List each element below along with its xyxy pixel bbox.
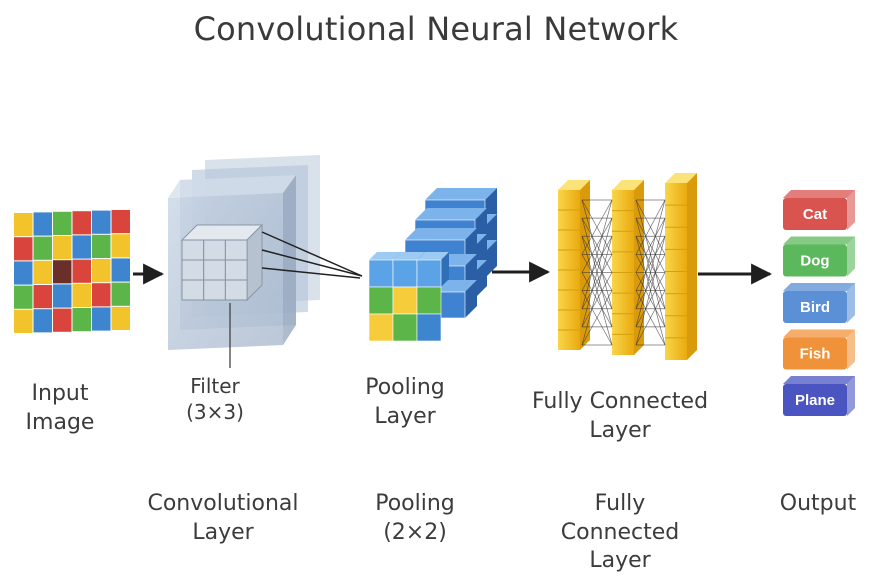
filter-cell bbox=[224, 259, 248, 281]
output-label: Bird bbox=[800, 299, 830, 316]
input-pixel bbox=[72, 283, 91, 307]
input-pixel bbox=[53, 236, 72, 260]
input-pixel bbox=[53, 308, 72, 332]
output-label: Cat bbox=[803, 206, 827, 223]
input-pixel bbox=[111, 282, 130, 306]
pooling-layer-label: Pooling Layer bbox=[365, 375, 445, 429]
filter-projection-line bbox=[261, 231, 363, 277]
pool-cell bbox=[416, 313, 442, 342]
input-pixel bbox=[14, 237, 33, 261]
output-block-bird: Bird bbox=[783, 283, 855, 323]
input-pixel bbox=[53, 284, 72, 308]
filter-cell bbox=[203, 259, 226, 281]
input-pixel bbox=[33, 236, 52, 260]
input-image-grid bbox=[14, 210, 130, 333]
fc-connections bbox=[581, 199, 666, 346]
filter-cell bbox=[224, 279, 248, 301]
filter-label: Filter (3×3) bbox=[186, 374, 244, 424]
input-pixel bbox=[72, 211, 91, 235]
filter-cell bbox=[224, 239, 248, 261]
input-pixel bbox=[33, 260, 52, 284]
input-pixel bbox=[92, 210, 111, 234]
diagram-title: Convolutional Neural Network bbox=[193, 10, 679, 48]
pool-cell bbox=[416, 286, 442, 315]
filter-cell bbox=[203, 279, 226, 301]
input-image-label: Input Image bbox=[25, 381, 95, 435]
input-pixel bbox=[92, 259, 111, 283]
input-pixel bbox=[111, 306, 130, 330]
pool-cell bbox=[368, 286, 394, 315]
pool-cell bbox=[368, 313, 394, 342]
input-pixel bbox=[14, 285, 33, 309]
filter-cell bbox=[203, 239, 226, 261]
pool-cell bbox=[392, 313, 418, 342]
fc-column bbox=[665, 173, 697, 360]
filter-cell bbox=[181, 279, 205, 301]
pool-cell bbox=[416, 252, 449, 288]
filter-cell bbox=[181, 259, 205, 281]
input-pixel bbox=[53, 260, 72, 284]
input-pixel bbox=[111, 258, 130, 282]
filter-cube bbox=[180, 223, 264, 302]
output-block-dog: Dog bbox=[783, 236, 855, 277]
input-pixel bbox=[111, 210, 130, 234]
bottom-fully-connected-label: Fully Connected Layer bbox=[560, 491, 680, 574]
filter-projection-line bbox=[261, 249, 363, 277]
input-pixel bbox=[33, 285, 52, 309]
input-pixel bbox=[72, 308, 91, 332]
input-pixel bbox=[72, 259, 91, 283]
fully-connected-columns bbox=[558, 173, 697, 360]
output-label: Plane bbox=[795, 392, 835, 409]
output-block-cat: Cat bbox=[783, 190, 855, 230]
input-pixel bbox=[111, 234, 130, 258]
input-pixel bbox=[33, 212, 52, 236]
fully-connected-layer-label: Fully Connected Layer bbox=[531, 389, 709, 443]
bottom-convolutional-label: Convolutional Layer bbox=[147, 491, 299, 545]
input-pixel bbox=[92, 234, 111, 258]
input-pixel bbox=[33, 309, 52, 333]
output-block-plane: Plane bbox=[783, 376, 855, 416]
input-pixel bbox=[92, 283, 111, 307]
bottom-output-label: Output bbox=[779, 491, 857, 516]
bottom-pooling-label: Pooling (2×2) bbox=[375, 491, 455, 545]
output-label: Fish bbox=[800, 346, 831, 363]
input-pixel bbox=[53, 211, 72, 235]
input-pixel bbox=[14, 261, 33, 285]
filter-projection-line bbox=[261, 267, 361, 279]
filter-cell bbox=[181, 239, 205, 261]
input-pixel bbox=[92, 307, 111, 331]
pooling-blocks bbox=[368, 188, 497, 342]
pool-cell bbox=[392, 286, 418, 315]
input-pixel bbox=[72, 235, 91, 259]
output-label: Dog bbox=[800, 253, 829, 270]
output-block-fish: Fish bbox=[783, 329, 855, 370]
input-pixel bbox=[14, 213, 33, 237]
input-pixel bbox=[14, 309, 33, 333]
